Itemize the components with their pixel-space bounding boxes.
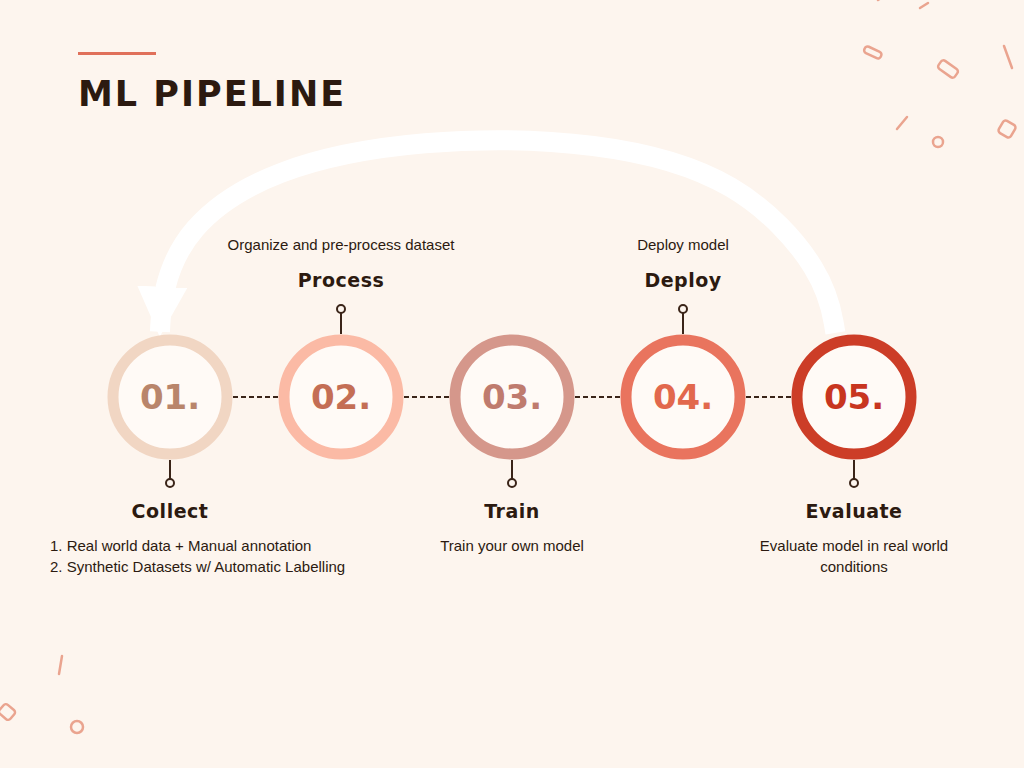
stage-description: 1. Real world data + Manual annotation <box>50 535 311 556</box>
stage-circle: 01.Collect1. Real world data + Manual an… <box>107 334 233 460</box>
dashed-connector <box>575 396 620 398</box>
circle-ring <box>626 340 740 454</box>
title-bar <box>78 52 156 55</box>
dashed-connector <box>746 396 791 398</box>
circle-ring <box>284 340 398 454</box>
leader-ticks <box>166 305 858 487</box>
stage-number: 02. <box>311 377 371 417</box>
stage-heading: Collect <box>132 500 209 522</box>
stage-description: 2. Synthetic Datasets w/ Automatic Label… <box>50 556 345 577</box>
circle-ring <box>455 340 569 454</box>
stage-description: Organize and pre-process dataset <box>228 234 455 255</box>
stage-description: Train your own model <box>397 535 627 556</box>
stage-heading: Evaluate <box>805 500 902 522</box>
diagram-title: ML PIPELINE <box>78 74 346 114</box>
stage-description: Deploy model <box>637 234 729 255</box>
stage-circle: 03.TrainTrain your own model <box>449 334 575 460</box>
dashed-connector <box>404 396 449 398</box>
circle-ring <box>113 340 227 454</box>
stage-number: 03. <box>482 377 542 417</box>
stage-heading: Deploy <box>644 269 721 291</box>
stage-number: 01. <box>140 377 200 417</box>
dashed-connector <box>233 396 278 398</box>
stage-heading: Process <box>298 269 385 291</box>
stage-number: 04. <box>653 377 713 417</box>
stage-circle: 02.ProcessOrganize and pre-process datas… <box>278 334 404 460</box>
stage-heading: Train <box>484 500 540 522</box>
stage-description: Evaluate model in real world conditions <box>739 535 969 577</box>
stage-circle: 05.EvaluateEvaluate model in real world … <box>791 334 917 460</box>
feedback-arrow <box>160 140 835 332</box>
confetti <box>0 0 1017 733</box>
stage-circle: 04.DeployDeploy model <box>620 334 746 460</box>
stage-number: 05. <box>824 377 884 417</box>
circle-ring <box>797 340 911 454</box>
